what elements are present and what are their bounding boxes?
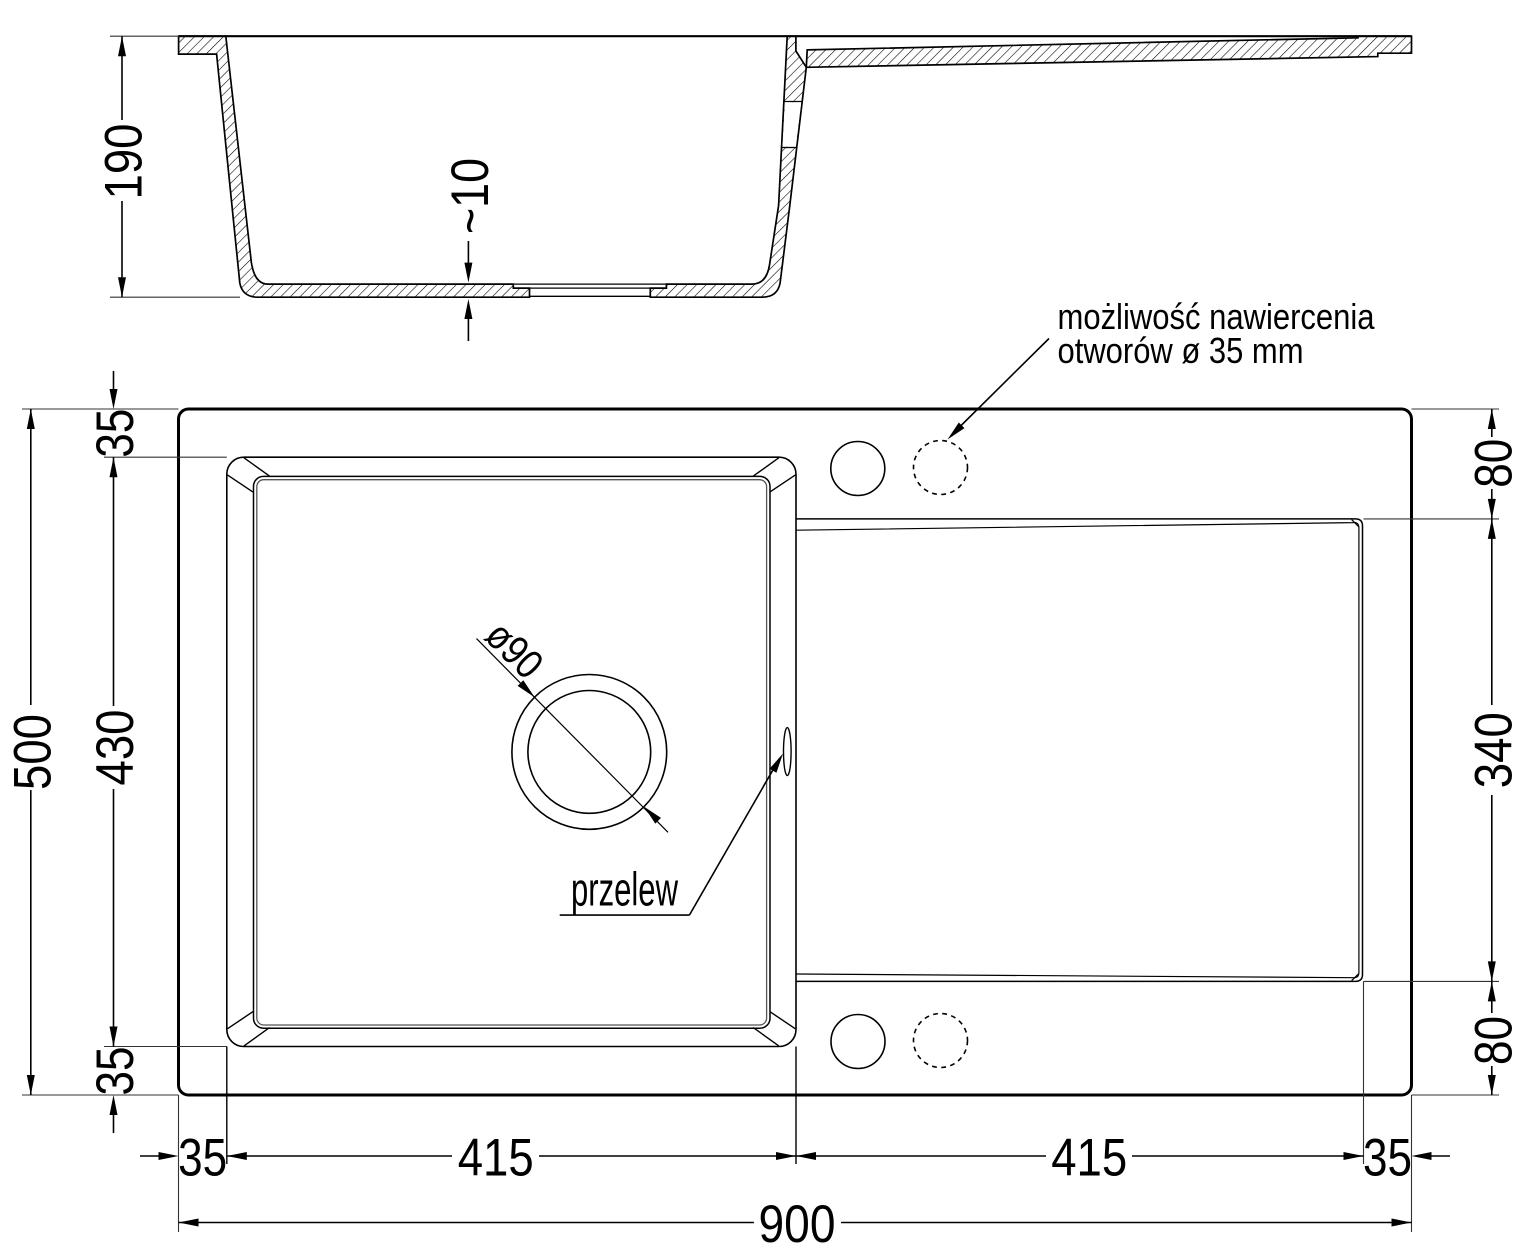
svg-text:415: 415 xyxy=(458,1129,534,1188)
svg-text:35: 35 xyxy=(1363,1129,1412,1188)
svg-text:430: 430 xyxy=(86,710,145,786)
svg-text:80: 80 xyxy=(1464,439,1523,488)
svg-text:35: 35 xyxy=(86,1047,145,1096)
svg-text:415: 415 xyxy=(1051,1129,1127,1188)
svg-text:otworów ø 35 mm: otworów ø 35 mm xyxy=(1058,330,1304,371)
svg-text:35: 35 xyxy=(86,409,145,458)
svg-text:przelew: przelew xyxy=(571,862,679,915)
svg-text:340: 340 xyxy=(1464,712,1523,788)
svg-text:80: 80 xyxy=(1464,1016,1523,1065)
svg-text:możliwość nawiercenia: możliwość nawiercenia xyxy=(1058,296,1376,337)
svg-text:500: 500 xyxy=(3,714,62,790)
svg-text:35: 35 xyxy=(178,1129,227,1188)
svg-text:190: 190 xyxy=(95,124,154,200)
svg-text:900: 900 xyxy=(759,1195,836,1248)
svg-text:~10: ~10 xyxy=(441,158,500,234)
